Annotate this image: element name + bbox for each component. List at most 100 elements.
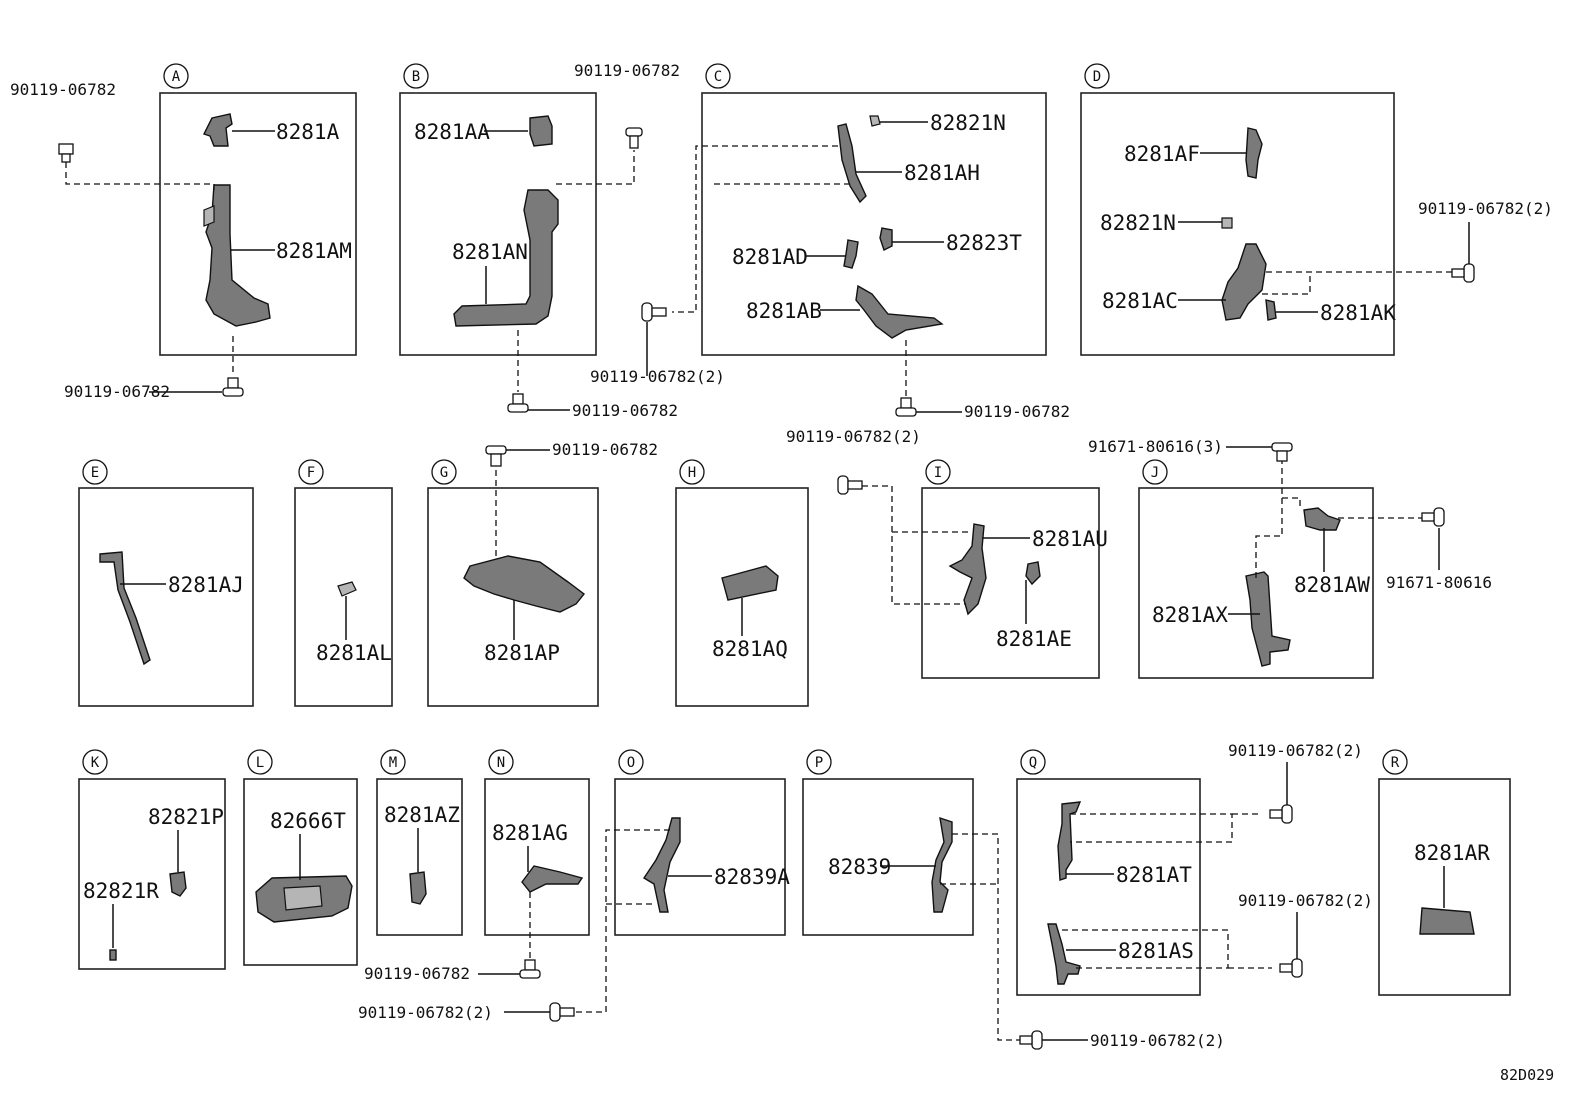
fastener-label-a-top: 90119-06782: [10, 80, 116, 99]
part-label-8281af: 8281AF: [1124, 142, 1200, 166]
section-circle-a: [163, 63, 189, 89]
part-label-8281ar: 8281AR: [1414, 841, 1490, 865]
bolt-icon: [641, 302, 667, 322]
section-box-c: [701, 92, 1047, 356]
part-label-8281aj: 8281AJ: [168, 573, 244, 597]
section-letter-g: G: [440, 465, 448, 481]
section-letter-l: L: [256, 755, 264, 771]
bolt-icon: [58, 143, 74, 163]
bolt-icon: [519, 959, 541, 979]
section-letter-e: E: [91, 465, 99, 481]
fastener-label-i-left: 90119-06782(2): [786, 427, 921, 446]
section-circle-o: [618, 749, 644, 775]
part-label-82839a: 82839A: [714, 865, 790, 889]
section-d-parts: [1221, 127, 1277, 321]
section-letter-p: P: [815, 755, 823, 771]
part-label-82821n-d: 82821N: [1100, 211, 1176, 235]
bolt-icon: [1019, 1030, 1043, 1050]
part-label-8281az: 8281AZ: [384, 803, 460, 827]
section-m-parts: [409, 871, 427, 905]
section-box-q: [1016, 778, 1201, 996]
section-g-parts: [463, 555, 585, 613]
fastener-label-b-bottom: 90119-06782: [572, 401, 678, 420]
bolt-icon: [1451, 263, 1475, 283]
part-label-8281ap: 8281AP: [484, 641, 560, 665]
section-circle-c: [705, 63, 731, 89]
part-label-82821p: 82821P: [148, 805, 224, 829]
section-box-e: [78, 487, 254, 707]
section-circle-g: [431, 459, 457, 485]
section-letter-n: N: [497, 755, 505, 771]
bolt-icon: [895, 397, 917, 417]
section-circle-p: [806, 749, 832, 775]
fastener-label-c-left: 90119-06782(2): [590, 367, 725, 386]
fastener-label-g-top: 90119-06782: [552, 440, 658, 459]
part-label-82839: 82839: [828, 855, 891, 879]
bolt-icon: [837, 475, 863, 495]
section-l-parts: [255, 875, 353, 923]
section-circle-k: [82, 749, 108, 775]
section-letter-m: M: [389, 755, 397, 771]
bolt-icon: [485, 445, 507, 467]
section-o-parts: [643, 817, 681, 913]
bolt-icon: [549, 1002, 575, 1022]
section-letter-q: Q: [1029, 755, 1037, 771]
bolt-icon: [1271, 442, 1293, 462]
fastener-label-j-right: 91671-80616: [1386, 573, 1492, 592]
section-h-parts: [721, 565, 779, 601]
part-label-8281aa: 8281AA: [414, 120, 490, 144]
section-circle-r: [1382, 749, 1408, 775]
part-label-8281ax: 8281AX: [1152, 603, 1228, 627]
section-r-parts: [1419, 907, 1475, 935]
fastener-label-b-top: 90119-06782: [574, 61, 680, 80]
section-letter-a: A: [172, 69, 181, 85]
section-box-o: [614, 778, 786, 936]
section-i-parts: [948, 523, 1041, 616]
part-label-8281at: 8281AT: [1116, 863, 1192, 887]
section-circle-m: [380, 749, 406, 775]
section-circle-b: [403, 63, 429, 89]
part-label-8281an: 8281AN: [452, 240, 528, 264]
section-letter-h: H: [688, 465, 696, 481]
section-letter-j: J: [1151, 465, 1159, 481]
part-label-8281ac: 8281AC: [1102, 289, 1178, 313]
section-letter-r: R: [1391, 755, 1400, 771]
section-letter-b: B: [412, 69, 420, 85]
section-box-p: [802, 778, 974, 936]
diagram-code: 82D029: [1500, 1066, 1554, 1084]
section-box-g: [427, 487, 599, 707]
section-q-parts: [1047, 801, 1082, 985]
section-box-i: [921, 487, 1100, 679]
section-circle-n: [488, 749, 514, 775]
section-box-a: [159, 92, 357, 356]
section-box-m: [376, 778, 463, 936]
fastener-label-q-mid: 90119-06782(2): [1238, 891, 1373, 910]
part-label-8281al: 8281AL: [316, 641, 392, 665]
section-p-parts: [931, 816, 953, 913]
section-box-f: [294, 487, 393, 707]
section-k-parts: [109, 871, 187, 961]
part-label-8281aq: 8281AQ: [712, 637, 788, 661]
section-circle-e: [82, 459, 108, 485]
section-letter-o: O: [627, 755, 635, 771]
section-letter-k: K: [91, 755, 100, 771]
bolt-icon: [1269, 804, 1293, 824]
bolt-icon: [625, 127, 643, 149]
part-label-82821r: 82821R: [83, 879, 159, 903]
bolt-icon: [1279, 958, 1303, 978]
section-a-parts: [203, 113, 271, 327]
section-box-n: [484, 778, 590, 936]
section-box-l: [243, 778, 358, 966]
section-letter-d: D: [1093, 69, 1101, 85]
part-label-8281ag: 8281AG: [492, 821, 568, 845]
section-circle-l: [247, 749, 273, 775]
fastener-label-n-bottom: 90119-06782: [364, 964, 470, 983]
bolt-icon: [507, 393, 529, 413]
section-box-j: [1138, 487, 1374, 679]
fastener-label-q-top: 90119-06782(2): [1228, 741, 1363, 760]
bolt-icon: [1421, 507, 1445, 527]
part-label-82821n-c: 82821N: [930, 111, 1006, 135]
fastener-label-a-bottom: 90119-06782: [64, 382, 170, 401]
